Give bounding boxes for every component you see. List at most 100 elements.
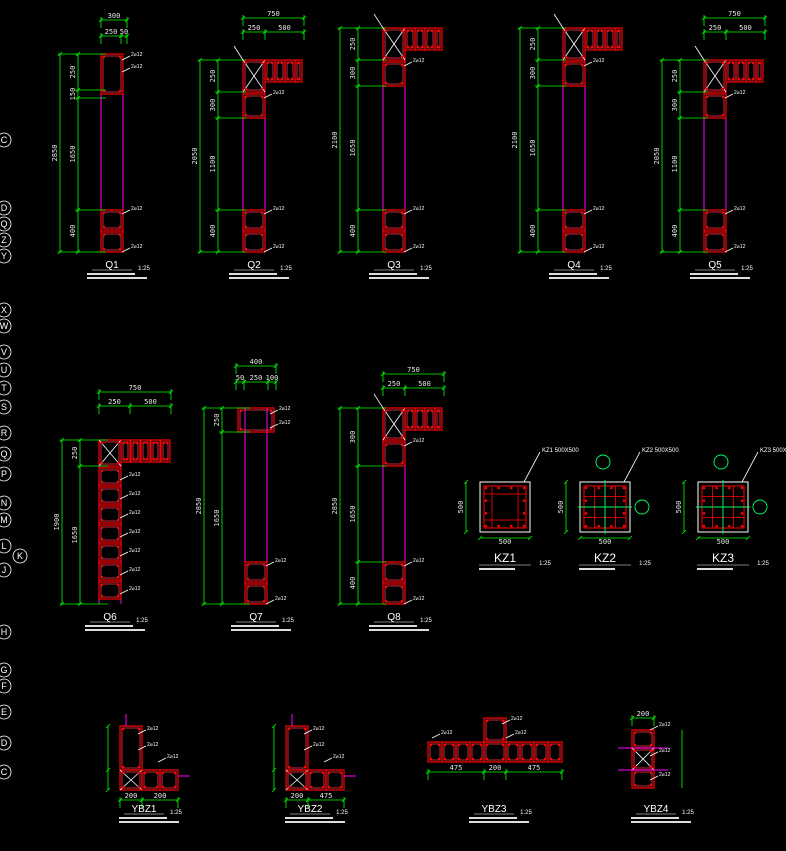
rebar-dot	[118, 225, 122, 229]
grid-bubble	[0, 344, 12, 360]
stirrup-outline	[244, 583, 268, 605]
rebar-dot	[116, 469, 120, 473]
rebar-dot	[416, 425, 420, 429]
dim-value: 200	[154, 792, 167, 800]
rebar-dot	[384, 443, 388, 447]
dim-value: 1650	[349, 506, 357, 523]
rebar-dot	[564, 211, 568, 215]
stirrup-inner	[705, 95, 725, 117]
scale-label: 1:25	[757, 561, 769, 567]
bar-label: 2⌀12	[734, 90, 746, 96]
rebar-dot	[728, 524, 731, 528]
rebar-dot	[580, 211, 584, 215]
rebar-dot	[155, 771, 159, 775]
stirrup-inner	[100, 441, 120, 465]
bar-label: 2⌀12	[273, 206, 285, 212]
rebar-dot	[457, 743, 461, 747]
dim-value: 400	[250, 358, 263, 366]
rebar-dot	[116, 564, 120, 568]
stirrup-outline	[604, 27, 616, 51]
dim-tick	[355, 83, 361, 89]
stirrup-inner	[705, 233, 725, 251]
rebar-dot	[400, 29, 404, 33]
rebar-dot	[384, 563, 388, 567]
dim-total: 2050	[653, 148, 661, 165]
rebar-dot	[420, 425, 424, 429]
dim-value: 50	[236, 374, 244, 382]
stirrup-outline	[244, 561, 268, 583]
rebar-dot	[535, 743, 539, 747]
dim-value: 400	[349, 225, 357, 238]
stirrup-outline	[414, 27, 426, 51]
stirrup-inner	[521, 743, 533, 761]
rebar-dot	[740, 499, 744, 502]
rebar-dot	[116, 526, 120, 530]
bar-label: 2⌀12	[147, 726, 159, 732]
bar-label: 2⌀12	[131, 52, 143, 58]
leader	[724, 93, 734, 99]
leader	[119, 532, 129, 538]
note-text-block	[369, 625, 417, 627]
rebar-dot	[321, 785, 325, 789]
dim-tick	[441, 385, 447, 391]
dim-value: 750	[407, 366, 420, 374]
dim-value: 500	[278, 24, 291, 32]
stirrup-inner	[100, 583, 120, 598]
rebar-dot	[522, 486, 526, 490]
rebar-dot	[586, 45, 590, 49]
grid-axis-label: X	[1, 305, 7, 315]
rebar-dot	[137, 785, 141, 789]
bar-label: 2⌀12	[131, 206, 143, 212]
stirrup-outline	[755, 59, 764, 83]
column-stirrup	[483, 485, 527, 529]
rebar-dot	[116, 461, 120, 465]
rebar-dot	[416, 45, 420, 49]
dim-value: 300	[529, 67, 537, 80]
member-label: Q3	[387, 260, 401, 271]
grid-axis-label: R	[1, 428, 8, 438]
rebar-dot	[400, 409, 404, 413]
rebar-dot	[384, 435, 388, 439]
grid-bubble	[0, 704, 12, 720]
rebar-dot	[597, 524, 600, 528]
rebar-dot	[580, 55, 584, 59]
rebar-dot	[584, 512, 588, 515]
stirrup-inner	[705, 61, 725, 91]
rebar-dot	[416, 409, 420, 413]
rebar-dot	[484, 512, 488, 515]
rebar-dot	[758, 61, 762, 65]
leader	[403, 441, 413, 447]
grid-axis-label: L	[1, 541, 6, 551]
dim-value: 250	[388, 380, 401, 388]
grid-bubble	[0, 318, 12, 334]
rebar-dot	[410, 29, 414, 33]
rebar-dot	[100, 507, 104, 511]
rebar-dot	[702, 499, 706, 502]
dim-tick	[577, 535, 583, 541]
note-text-block	[579, 568, 615, 570]
rebar-dot	[239, 409, 243, 413]
stirrup-outline	[745, 59, 757, 83]
leader	[119, 513, 129, 519]
stirrup-inner	[239, 409, 273, 431]
dim-tick	[681, 529, 687, 535]
rebar-dot	[244, 87, 248, 91]
leader	[431, 733, 441, 739]
rebar-dot	[135, 457, 139, 461]
scale-label: 1:25	[138, 266, 150, 272]
stirrup-inner	[266, 61, 274, 81]
dim-value: 500	[739, 24, 752, 32]
rebar-dot	[384, 577, 388, 581]
bar-label: 2⌀12	[131, 244, 143, 250]
bar-label: 2⌀12	[167, 754, 179, 760]
rebar-dot	[721, 87, 725, 91]
grid-axis-label: U	[1, 365, 8, 375]
dim-tick	[441, 371, 447, 377]
rebar-dot	[590, 29, 594, 33]
dim-tick	[651, 715, 657, 721]
stirrup-inner	[384, 563, 404, 581]
dim-tick	[273, 363, 279, 369]
grid-axis-label: J	[2, 565, 7, 575]
